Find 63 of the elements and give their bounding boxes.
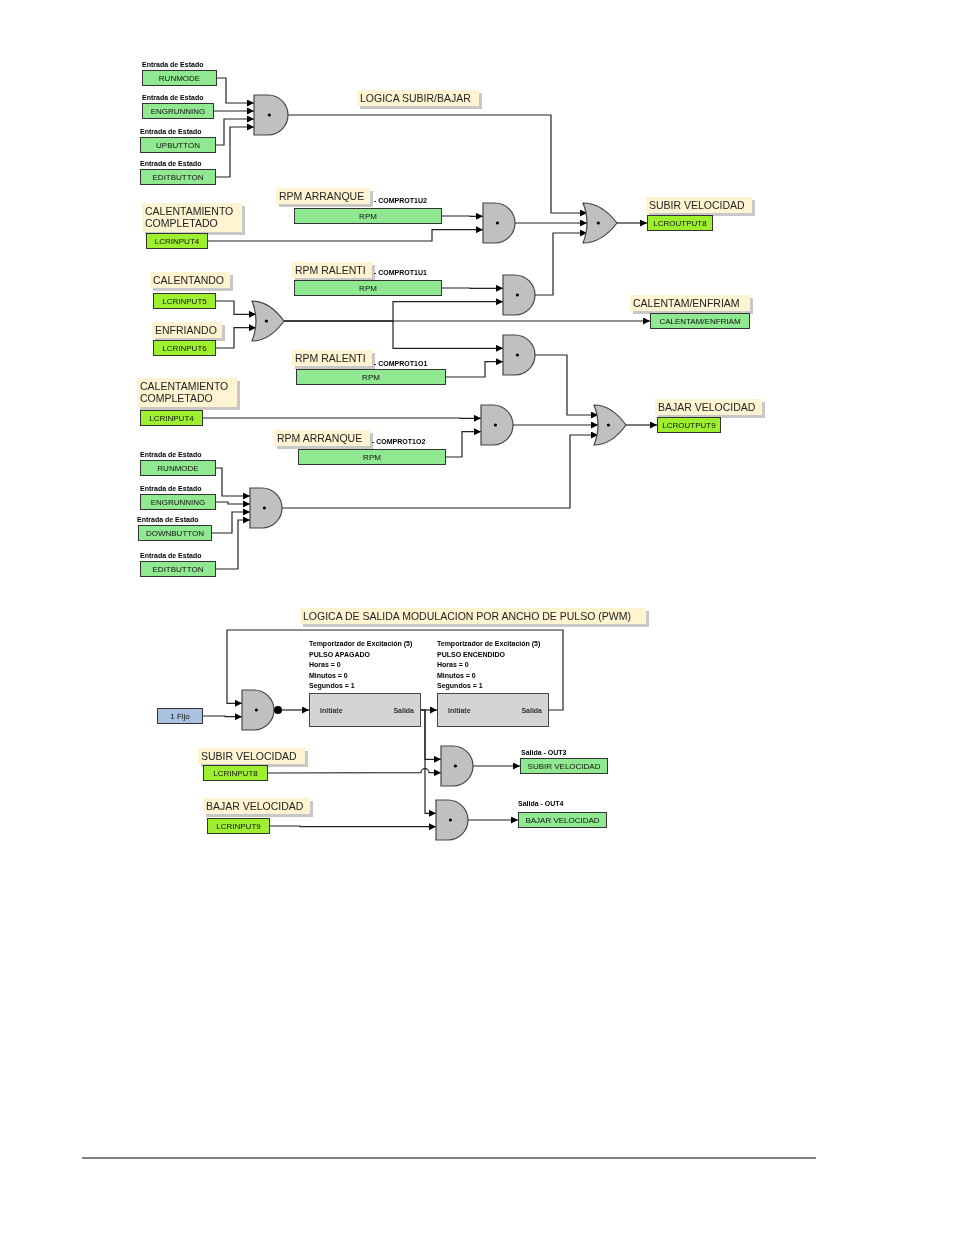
signal-block: CALENTAM/ENFRIAM [650, 313, 750, 329]
signal-block: EDITBUTTON [140, 561, 216, 577]
signal-block: LCROUTPUT9 [657, 417, 721, 433]
connector [213, 107, 255, 115]
connector [420, 709, 437, 817]
signal-tag: ENFRIANDO [152, 322, 222, 338]
signal-block: ENGRUNNING [142, 103, 214, 119]
signal-block: RUNMODE [140, 460, 216, 476]
signal-block: RUNMODE [142, 70, 217, 86]
signal-tag: CALENTAM/ENFRIAM [630, 295, 750, 311]
signal-block: LCRINPUT4 [146, 233, 208, 249]
connector [441, 212, 484, 220]
signal-block: ENGRUNNING [140, 494, 216, 510]
connector [216, 77, 255, 107]
connector [202, 713, 243, 721]
signal-tag: SUBIR VELOCIDAD [646, 197, 752, 213]
signal-block: LCRINPUT6 [153, 340, 216, 356]
signal-block: RPM [298, 449, 446, 465]
connector [202, 414, 482, 422]
connector [215, 467, 251, 500]
connector [467, 816, 519, 824]
signal-tag: SUBIR VELOCIDAD [198, 748, 305, 764]
connector [616, 219, 648, 227]
signal-block: LCRINPUT8 [203, 765, 268, 781]
signal-block: LCRINPUT9 [207, 818, 270, 834]
connector [215, 516, 251, 570]
connector [207, 226, 484, 242]
signal-tag: RPM RALENTI [292, 350, 372, 366]
signal-block: RPM [296, 369, 446, 385]
connector [269, 823, 437, 831]
signal-block: 1 Fijo [157, 708, 203, 724]
signal-tag: CALENTANDO [150, 272, 230, 288]
connector [211, 508, 251, 534]
signal-block: DOWNBUTTON [138, 525, 212, 541]
connector [625, 421, 658, 429]
signal-block: RPM [294, 208, 442, 224]
section-title: LOGICA DE SALIDA MODULACION POR ANCHO DE PULSO (PWM) [300, 608, 646, 624]
signal-block: LCRINPUT4 [140, 410, 203, 426]
signal-tag: BAJAR VELOCIDAD [655, 399, 762, 415]
connector [472, 762, 521, 770]
signal-tag: CALENTAMIENTO COMPLETADO [137, 378, 237, 407]
connector [215, 123, 255, 178]
signal-block: BAJAR VELOCIDAD [518, 812, 607, 828]
connector [445, 358, 504, 378]
signal-block: LCRINPUT5 [153, 293, 216, 309]
signal-block: UPBUTTON [140, 137, 216, 153]
connector [281, 706, 310, 714]
connector [283, 320, 504, 352]
connector [226, 629, 564, 711]
connector [215, 500, 251, 508]
signal-block: SUBIR VELOCIDAD [520, 758, 608, 774]
signal-tag: RPM ARRANQUE [274, 430, 370, 446]
signal-block: LCROUTPUT8 [647, 215, 713, 231]
signal-block: EDITBUTTON [140, 169, 216, 185]
signal-tag: CALENTAMIENTO COMPLETADO [142, 203, 242, 232]
signal-tag: RPM ARRANQUE [276, 188, 370, 204]
signal-tag: BAJAR VELOCIDAD [203, 798, 310, 814]
connector [215, 115, 255, 146]
signal-block: RPM [294, 280, 442, 296]
connector [445, 428, 482, 458]
connector [441, 284, 504, 292]
section-title: LOGICA SUBIR/BAJAR [357, 90, 479, 106]
signal-tag: RPM RALENTI [292, 262, 372, 278]
